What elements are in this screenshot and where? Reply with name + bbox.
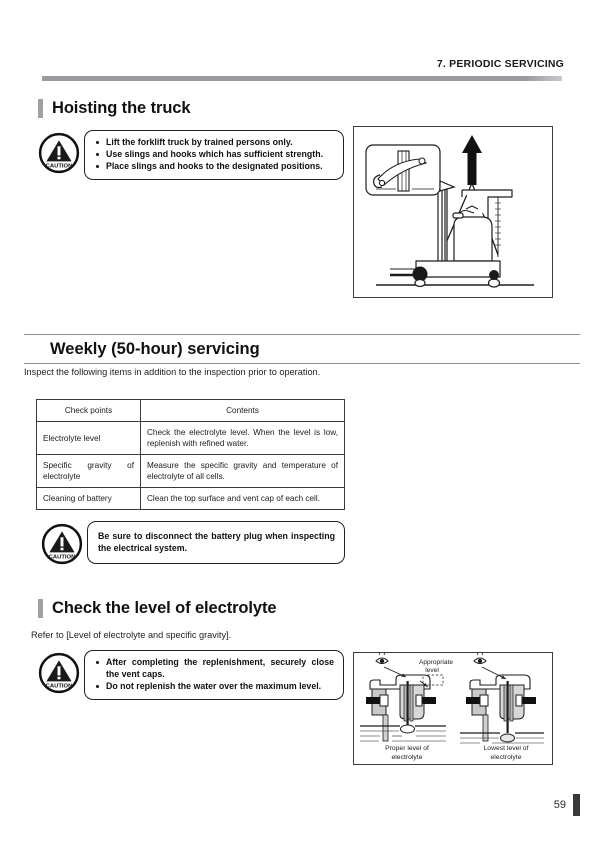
caution-icon: CAUTION [38,132,80,174]
heading-rule-bottom [24,363,580,364]
section-accent-bar [38,99,43,118]
table-cell-check-point: Specific gravity of electrolyte [36,454,141,489]
appropriate-level-marker [422,674,444,686]
right-caption-line2: electrolyte [491,754,522,761]
appropriate-level-label-line1: Appropriate [419,659,453,666]
caution-box-hoisting: Lift the forklift truck by trained perso… [84,130,344,180]
section-heading-hoisting-label: Hoisting the truck [52,99,191,117]
table-row: Electrolyte level Check the electrolyte … [36,421,345,456]
table-row: Cleaning of battery Clean the top surfac… [36,487,345,511]
caution-block-hoisting: CAUTION Lift the forklift truck by train… [38,130,344,180]
caution-list-electrolyte: After completing the replenishment, secu… [95,657,334,693]
forklift-hoisting-illustration [365,135,534,288]
table-column-header: Check points [36,398,141,423]
caution-list-hoisting: Lift the forklift truck by trained perso… [95,137,334,173]
table-cell-check-point: Cleaning of battery [36,487,141,511]
weekly-intro-text: Inspect the following items in addition … [24,367,321,377]
electrolyte-level-illustration: Appropriate level [360,653,544,761]
weekly-service-table: Check points Contents Electrolyte level … [36,398,345,511]
left-caption-line1: Proper level of [385,745,429,752]
right-caption-line1: Lowest level of [484,745,529,752]
cell-proper-level [360,674,446,742]
left-caption-line2: electrolyte [392,754,423,761]
eye-icon-right [473,653,507,680]
page-footer: 59 [554,794,580,816]
heading-rule-top [24,334,580,335]
caution-icon: CAUTION [41,523,83,565]
caution-icon-label: CAUTION [49,555,76,561]
header-rule [42,76,562,81]
caution-item: Lift the forklift truck by trained perso… [95,137,334,149]
table-cell-contents: Clean the top surface and vent cap of ea… [140,487,345,511]
cell-lowest-level [460,674,544,744]
caution-block-electrolyte: CAUTION After completing the replenishme… [38,650,344,700]
caution-icon: CAUTION [38,652,80,694]
section-heading-hoisting: Hoisting the truck [38,99,191,118]
table-row: Specific gravity of electrolyte Measure … [36,454,345,489]
table-column-header: Contents [140,398,345,423]
table-cell-check-point: Electrolyte level [36,421,141,456]
lift-arrow-icon [462,135,482,185]
table-header-row: Check points Contents [36,398,345,423]
page-number-bar [573,794,580,816]
section-heading-electrolyte-label: Check the level of electrolyte [52,599,277,617]
table-cell-contents: Measure the specific gravity and tempera… [140,454,345,489]
chapter-title: 7. PERIODIC SERVICING [436,58,564,70]
caution-box-battery-plug: Be sure to disconnect the battery plug w… [87,521,345,564]
figure-forklift-hoisting [353,126,553,298]
caution-block-battery-plug: CAUTION Be sure to disconnect the batter… [41,521,345,565]
figure-electrolyte-level: Appropriate level [353,652,553,765]
appropriate-level-label-line2: level [425,667,439,674]
caution-box-electrolyte: After completing the replenishment, secu… [84,650,344,700]
caution-item: After completing the replenishment, secu… [95,657,334,681]
section-heading-weekly: Weekly (50-hour) servicing [24,334,580,364]
caution-icon-label: CAUTION [46,684,73,690]
section-heading-weekly-label: Weekly (50-hour) servicing [50,340,260,358]
caution-item: Place slings and hooks to the designated… [95,161,334,173]
eye-icon-left [375,653,407,678]
caution-text: Be sure to disconnect the battery plug w… [98,531,335,554]
caution-item: Use slings and hooks which has sufficien… [95,149,334,161]
electrolyte-intro-text: Refer to [Level of electrolyte and speci… [31,630,232,640]
caution-icon-label: CAUTION [46,164,73,170]
page-number: 59 [553,799,566,811]
caution-item: Do not replenish the water over the maxi… [95,681,334,693]
section-heading-electrolyte: Check the level of electrolyte [38,599,277,618]
table-cell-contents: Check the electrolyte level. When the le… [140,421,345,456]
section-accent-bar [38,599,43,618]
